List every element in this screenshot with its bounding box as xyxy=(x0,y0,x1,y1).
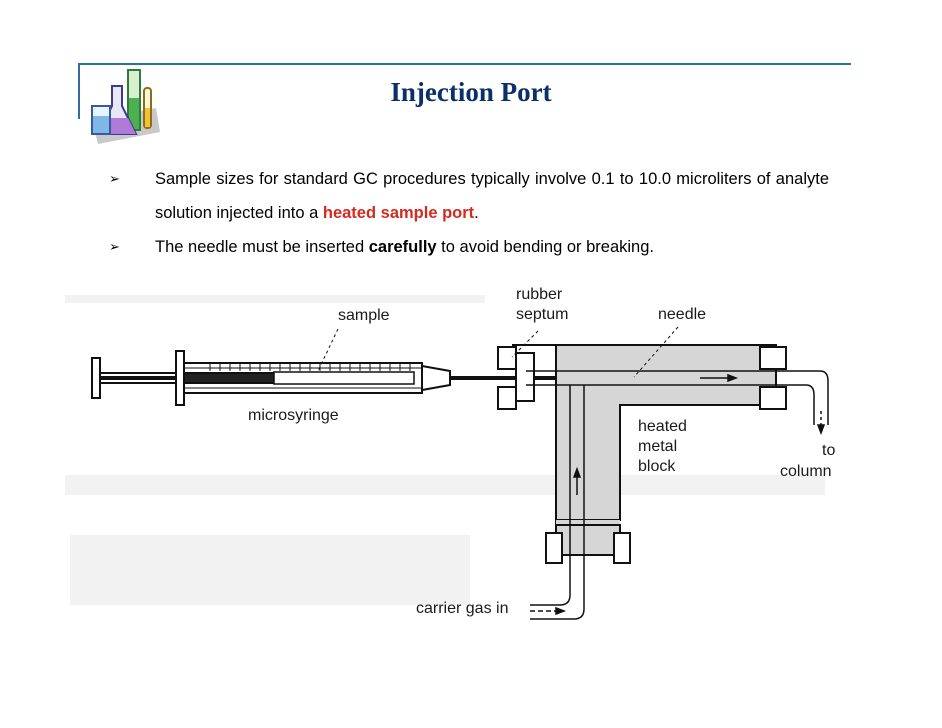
bullet-text: Sample sizes for standard GC procedures … xyxy=(155,170,829,222)
label-sample: sample xyxy=(338,307,390,324)
bullet-arrow-icon: ➢ xyxy=(109,171,120,186)
header-rule-vertical xyxy=(78,63,80,119)
bullet-text-end: to avoid bending or breaking. xyxy=(436,238,654,256)
label-to: to xyxy=(822,442,835,459)
header-rule xyxy=(78,63,851,65)
bullet-text-end: . xyxy=(474,204,479,222)
label-heated: heated xyxy=(638,418,687,435)
label-metal: metal xyxy=(638,438,677,455)
bullet-text: The needle must be inserted xyxy=(155,238,369,256)
lab-glassware-icon xyxy=(91,69,160,144)
bullet-sample-sizes: Sample sizes for standard GC procedures … xyxy=(155,162,829,230)
injection-port-diagram: sample rubber septum needle microsyringe… xyxy=(60,285,860,635)
emphasis-carefully: carefully xyxy=(368,238,437,256)
label-rubber: rubber xyxy=(516,286,563,303)
label-needle: needle xyxy=(658,306,706,323)
label-microsyringe: microsyringe xyxy=(248,407,339,424)
heated-block-drawing xyxy=(497,344,829,620)
bullet-needle-care: The needle must be inserted carefully to… xyxy=(155,230,654,264)
slide-title: Injection Port xyxy=(390,77,552,107)
label-septum: septum xyxy=(516,306,568,323)
emphasis-heated-sample-port: heated sample port xyxy=(322,204,475,222)
label-carrier-gas-in: carrier gas in xyxy=(416,600,508,617)
bullet-arrow-icon: ➢ xyxy=(109,239,120,254)
label-block: block xyxy=(638,458,676,475)
label-column: column xyxy=(780,463,832,480)
